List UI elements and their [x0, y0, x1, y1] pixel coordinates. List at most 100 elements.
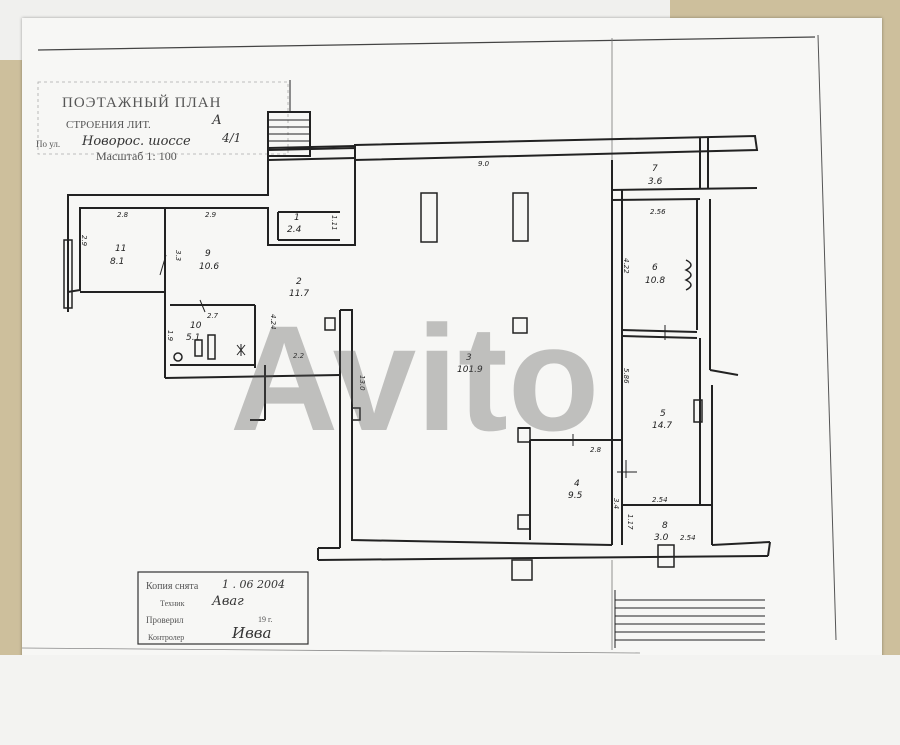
dimension-labels: 9.0 13.0 2.8 2.9 2.9 3.3 1.11 2.7 1.9 4.…: [80, 160, 696, 542]
dim-r2-height: 4.24: [269, 314, 277, 330]
column: [693, 399, 703, 423]
room-6-number: 6: [652, 263, 658, 273]
column: [517, 427, 531, 443]
address-prefix: По ул.: [36, 139, 60, 149]
toilet: [194, 339, 203, 357]
dim-r4-height: 3.4: [612, 498, 620, 509]
main-hall-left-wall: [340, 309, 613, 546]
room-9-number: 9: [205, 249, 211, 259]
door-mark: [159, 254, 167, 276]
room-5-area: 14.7: [652, 421, 672, 431]
dim-r10-width: 2.7: [207, 312, 219, 320]
room-5-number: 5: [660, 409, 666, 419]
dim-r2-width: 2.2: [293, 352, 305, 360]
wall: [611, 198, 701, 201]
stamp-checked-date: 19 г.: [258, 615, 272, 624]
column: [511, 559, 533, 581]
room-3-area: 101.9: [457, 365, 483, 375]
wall: [621, 329, 698, 333]
column: [324, 317, 336, 331]
copy-stamp: Копия снята 1 . 06 2004 Техник Аваг Пров…: [137, 571, 309, 645]
left-wing-outer: [67, 146, 356, 294]
floor-drain: [173, 352, 183, 362]
address-value: Новорос. шоссе: [81, 134, 191, 149]
stair-bottom-wall: [267, 157, 356, 161]
columns: [63, 192, 703, 581]
watermark: Avito: [230, 294, 599, 462]
header-stamp-border: [37, 81, 289, 155]
column: [517, 514, 531, 530]
dim-r6-width: 2.56: [650, 208, 666, 216]
dim-r1-width: 1.11: [330, 215, 338, 231]
room-3-number: 3: [466, 353, 472, 363]
room-7-number: 7: [652, 164, 658, 174]
stamp-controller-signature: Ивва: [231, 624, 272, 642]
wall: [611, 187, 758, 191]
wall: [621, 335, 698, 339]
room-8-area: 3.0: [654, 533, 669, 543]
stamp-copy-date: 1 . 06 2004: [222, 578, 285, 591]
room-4-number: 4: [574, 479, 580, 489]
dim-left-vertical: 13.0: [358, 375, 366, 391]
top-corridor-wall: [354, 134, 759, 162]
window: [63, 239, 73, 309]
wall: [711, 541, 771, 546]
stamp-technician-label: Техник: [160, 599, 185, 608]
column: [420, 192, 438, 243]
stamp-technician-signature: Аваг: [211, 594, 244, 609]
stamp-controller-label: Контролер: [148, 633, 184, 642]
room-7-area: 3.6: [648, 177, 663, 187]
plan-scale: Масштаб 1: 100: [96, 149, 177, 163]
column: [657, 544, 675, 568]
room-1-area: 2.4: [287, 225, 302, 235]
dim-r9-height: 3.3: [174, 250, 182, 261]
door-marks: [159, 254, 666, 478]
room-11-area: 8.1: [110, 257, 124, 267]
frame-bottom-line: [21, 647, 641, 654]
wall: [767, 541, 771, 557]
door-mark: [199, 299, 206, 313]
dim-r8-width-top: 2.54: [652, 496, 668, 504]
sink: [207, 334, 216, 360]
dim-r11-height: 2.9: [80, 235, 88, 247]
frame-right-line: [817, 34, 837, 641]
column: [512, 317, 528, 334]
stamp-checked-label: Проверил: [146, 615, 184, 625]
stamp-copy-label: Копия снята: [146, 581, 199, 592]
vent-mark: [236, 344, 246, 356]
dim-r8-width-bottom: 2.54: [680, 534, 696, 542]
walls: [67, 80, 771, 648]
room-4-area: 9.5: [568, 491, 583, 501]
dim-r6-height: 4.22: [622, 258, 630, 274]
house-number: 4/1: [221, 131, 241, 145]
dim-r5-height: 5.86: [622, 368, 630, 384]
bottom-sheet: [0, 655, 900, 745]
room-2-area: 11.7: [289, 289, 309, 299]
dim-r11-width: 2.8: [117, 211, 129, 219]
wall: [709, 369, 739, 376]
room-labels: 1 2.4 2 11.7 3 101.9 4 9.5 5 14.7 6 10.8…: [110, 164, 672, 543]
plan-title: ПОЭТАЖНЫЙ ПЛАН: [62, 94, 221, 111]
frame-top-line: [37, 36, 816, 51]
dim-top-long: 9.0: [478, 160, 490, 168]
copy-stamp-border: [137, 571, 309, 645]
room-8-number: 8: [662, 521, 668, 531]
column: [351, 407, 361, 421]
room-10-number: 10: [190, 321, 202, 331]
room-1-number: 1: [294, 213, 300, 223]
column: [512, 192, 529, 242]
radiator: [684, 259, 692, 291]
room-6-area: 10.8: [645, 276, 665, 286]
wall: [164, 374, 341, 379]
room-11-number: 11: [115, 244, 126, 254]
header-stamp: ПОЭТАЖНЫЙ ПЛАН СТРОЕНИЯ ЛИТ. А По ул. Но…: [36, 81, 289, 163]
room-10-area: 5.1: [186, 333, 200, 343]
wall: [317, 555, 769, 561]
dim-r8-height: 1.17: [626, 514, 634, 530]
dim-r9-width: 2.9: [205, 211, 217, 219]
room-9-area: 10.6: [199, 262, 219, 272]
room-2-number: 2: [296, 277, 302, 287]
plan-subtitle: СТРОЕНИЯ ЛИТ.: [66, 119, 151, 131]
dim-r10-height: 1.9: [166, 330, 174, 342]
